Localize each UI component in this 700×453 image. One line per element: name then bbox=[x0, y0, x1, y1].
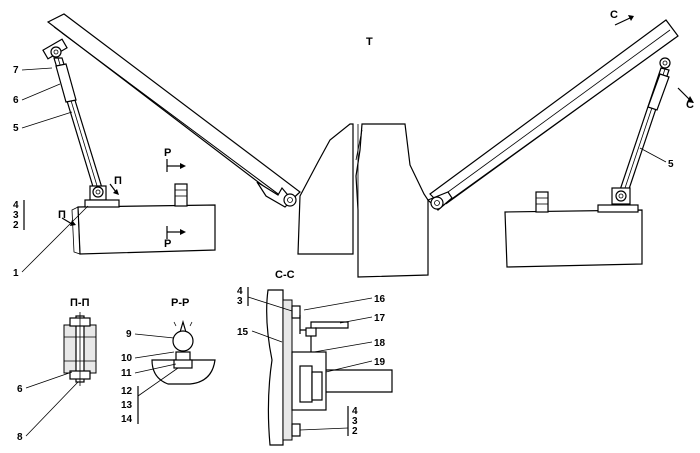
marker-c-top: С bbox=[610, 9, 618, 21]
rr-callout-14: 14 bbox=[121, 414, 133, 425]
cc-callout-18: 18 bbox=[374, 338, 386, 349]
main-view: Р Р П П С С T 7 6 bbox=[13, 9, 694, 279]
section-cc-title: С-С bbox=[275, 269, 295, 281]
cc-callout-19: 19 bbox=[374, 357, 386, 368]
section-cc: С-С 4 3 15 16 17 18 19 4 3 2 bbox=[237, 269, 393, 446]
right-cover bbox=[426, 19, 679, 211]
center-frame bbox=[297, 123, 429, 278]
marker-c-bottom: С bbox=[686, 99, 694, 111]
callout-7: 7 bbox=[13, 65, 19, 76]
section-marker-r: Р Р bbox=[164, 147, 186, 250]
callout-4-left: 4 bbox=[13, 200, 19, 211]
pp-callout-6: 6 bbox=[17, 384, 23, 395]
cc-callout-3-top: 3 bbox=[237, 296, 243, 307]
marker-p-top: П bbox=[114, 175, 122, 187]
rr-callout-11: 11 bbox=[121, 368, 132, 379]
callout-1: 1 bbox=[13, 268, 19, 279]
cc-callout-2-bottom: 2 bbox=[352, 426, 358, 437]
right-strut bbox=[611, 57, 671, 205]
callout-5-left: 5 bbox=[13, 123, 19, 134]
view-label: T bbox=[366, 36, 373, 48]
left-strut bbox=[42, 38, 107, 201]
callout-5-right: 5 bbox=[668, 159, 674, 170]
pp-callout-8: 8 bbox=[17, 432, 23, 443]
cc-callout-4-top: 4 bbox=[237, 286, 243, 297]
cc-callout-3-bottom: 3 bbox=[352, 416, 358, 427]
cc-callout-15: 15 bbox=[237, 327, 249, 338]
marker-p-bottom: П bbox=[58, 209, 66, 221]
main-callouts: 7 6 5 4 3 2 1 5 bbox=[13, 65, 674, 279]
section-marker-c: С С bbox=[610, 9, 694, 111]
left-hinge bbox=[283, 193, 297, 207]
callout-2-left: 2 bbox=[13, 220, 19, 231]
left-cover bbox=[46, 13, 301, 208]
section-pp-title: П-П bbox=[70, 297, 90, 309]
marker-r-bottom: Р bbox=[164, 238, 171, 250]
right-box bbox=[504, 191, 643, 268]
left-box bbox=[71, 183, 216, 255]
cc-callout-16: 16 bbox=[374, 294, 386, 305]
rr-callout-12: 12 bbox=[121, 386, 133, 397]
section-rr: Р-Р 9 10 11 12 13 14 bbox=[121, 297, 216, 425]
rr-callout-13: 13 bbox=[121, 400, 133, 411]
cc-callout-17: 17 bbox=[374, 313, 386, 324]
rr-callout-10: 10 bbox=[121, 353, 133, 364]
callout-6: 6 bbox=[13, 95, 19, 106]
callout-3-left: 3 bbox=[13, 210, 19, 221]
rr-callout-9: 9 bbox=[126, 329, 132, 340]
section-pp: П-П 6 8 bbox=[17, 297, 97, 443]
section-marker-p: П П bbox=[58, 175, 122, 226]
cc-callout-4-bottom: 4 bbox=[352, 406, 358, 417]
marker-r-top: Р bbox=[164, 147, 171, 159]
right-hinge bbox=[430, 196, 444, 210]
section-rr-title: Р-Р bbox=[171, 297, 189, 309]
